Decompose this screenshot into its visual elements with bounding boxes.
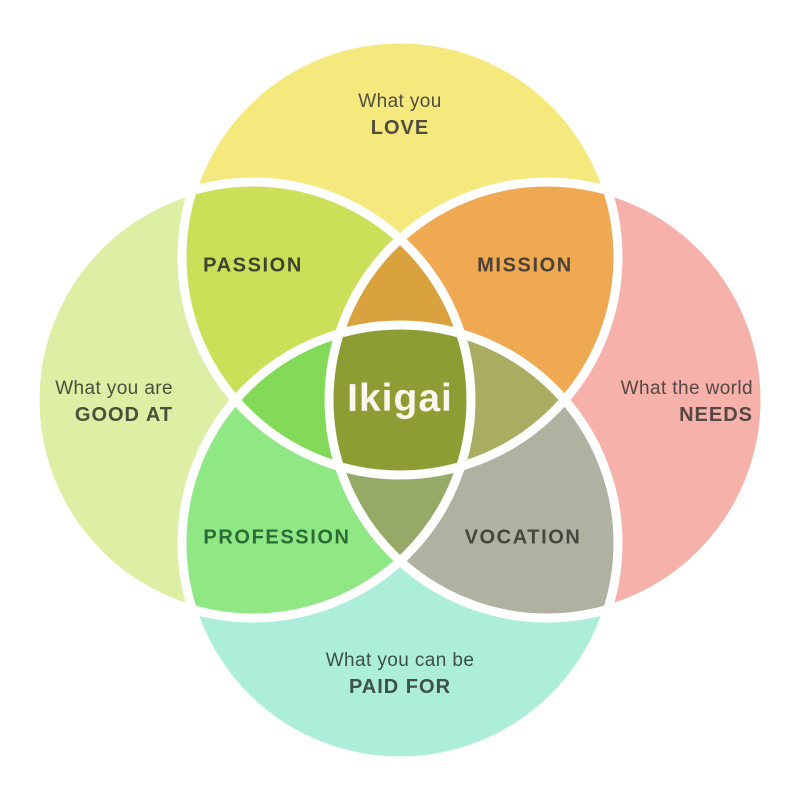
needs-circle-outline <box>324 177 770 623</box>
paid-for-circle-outline <box>177 320 623 766</box>
love-label-line2: LOVE <box>370 117 430 139</box>
good-at-circle-outline <box>30 177 476 623</box>
good-at-label-line2: GOOD AT <box>74 404 173 426</box>
love-circle-outline <box>177 34 623 480</box>
needs-circle-label: What the world NEEDS <box>621 376 753 428</box>
needs-label-line2: NEEDS <box>679 404 753 426</box>
profession-label: PROFESSION <box>203 526 351 549</box>
mission-label: MISSION <box>477 254 573 277</box>
right-wedge-region <box>329 325 618 475</box>
paid-for-circle-label: What you can be PAID FOR <box>326 648 475 700</box>
passion-label: PASSION <box>203 254 303 277</box>
love-circle-label: What you LOVE <box>358 89 441 141</box>
love-label-line1: What you <box>358 91 442 112</box>
good-at-circle-label: What you are GOOD AT <box>55 376 173 428</box>
paid-for-label-line2: PAID FOR <box>348 676 452 698</box>
left-wedge-region <box>182 325 471 475</box>
vocation-label: VOCATION <box>464 526 582 549</box>
ikigai-center-title: Ikigai <box>347 377 453 420</box>
good-at-label-line1: What you are <box>55 378 173 399</box>
paid-for-label-line1: What you can be <box>325 650 475 671</box>
needs-label-line1: What the world <box>620 378 753 399</box>
